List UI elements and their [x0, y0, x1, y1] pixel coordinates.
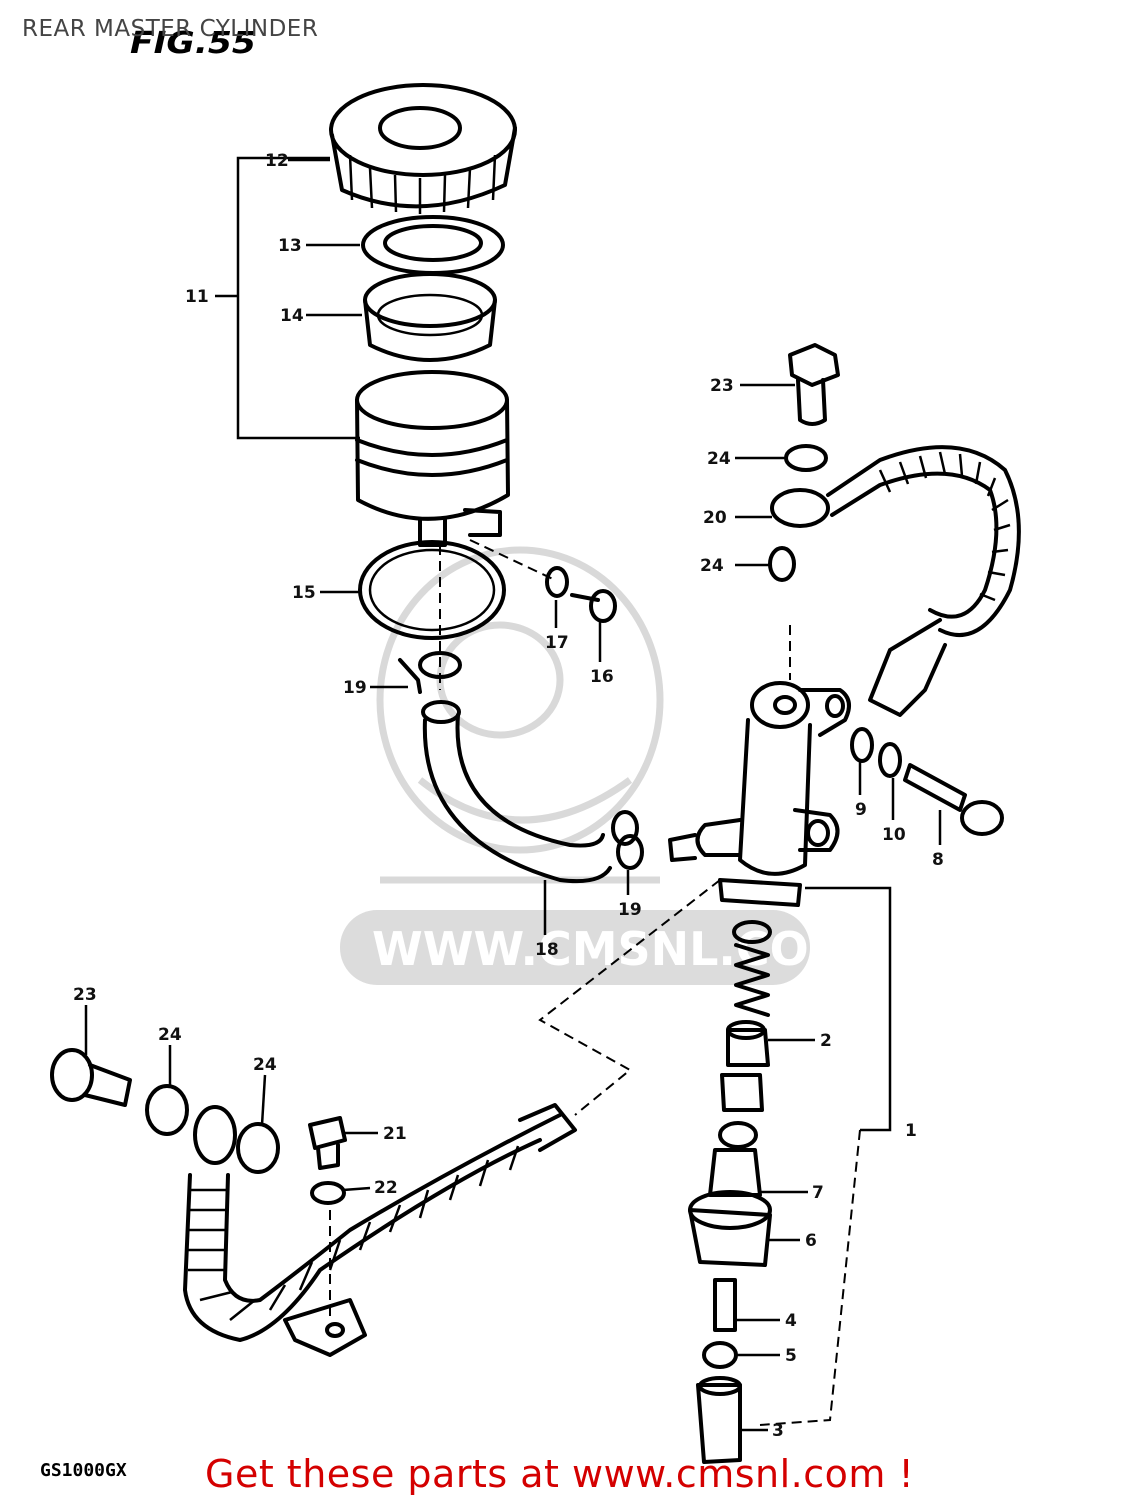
page-title: REAR MASTER CYLINDER	[22, 16, 319, 42]
leader-lines	[84, 158, 942, 1432]
callout-4: 4	[785, 1311, 797, 1331]
callout-3: 3	[772, 1421, 784, 1441]
callout-7: 7	[812, 1183, 824, 1203]
part-15-band	[358, 540, 506, 690]
callout-11: 11	[185, 287, 209, 307]
master-cylinder-body	[668, 625, 851, 907]
part-22-cap	[310, 1181, 346, 1205]
watermark-url: WWW.CMSNL.COM	[372, 922, 855, 976]
part-19-clip-lower	[611, 810, 644, 870]
part-21-bleeder	[308, 1116, 347, 1170]
callout-23-lower: 23	[73, 985, 97, 1005]
callout-24-lower-2: 24	[253, 1055, 277, 1075]
part-10-washer	[878, 742, 902, 778]
part-16-screw	[570, 589, 617, 623]
part-7-boot	[708, 1121, 762, 1197]
lower-brake-hose	[183, 1103, 577, 1357]
callout-13: 13	[278, 236, 302, 256]
part-8-bolt	[903, 763, 1004, 836]
callout-9: 9	[855, 800, 867, 820]
callout-10: 10	[882, 825, 906, 845]
callout-5: 5	[785, 1346, 797, 1366]
part-13-diaphragm-plate	[361, 215, 505, 275]
callout-23-upper: 23	[710, 376, 734, 396]
piston-rod	[720, 1073, 764, 1112]
part-23-union-bolt-upper	[788, 343, 840, 426]
callout-24-upper-2: 24	[700, 556, 724, 576]
part-24-washer-lower-2	[236, 1122, 280, 1174]
callout-8: 8	[932, 850, 944, 870]
part-17-washer	[545, 566, 569, 598]
callout-14: 14	[280, 306, 304, 326]
callout-18: 18	[535, 940, 559, 960]
part-3-clevis	[696, 1376, 742, 1464]
callout-15: 15	[292, 583, 316, 603]
callout-17: 17	[545, 633, 569, 653]
callout-21: 21	[383, 1124, 407, 1144]
part-19-clip-upper	[398, 651, 462, 694]
part-2-piston	[726, 1020, 770, 1067]
callout-24-lower: 24	[158, 1025, 182, 1045]
callout-24-upper: 24	[707, 449, 731, 469]
part-6-retainer	[688, 1190, 772, 1267]
part-5-nut	[702, 1341, 738, 1369]
part-9-washer	[850, 727, 874, 763]
callout-numbers: 12 13 11 14 15 17 16 19 19 18 23 24 20 2…	[73, 151, 944, 1441]
part-23-union-bolt-lower	[50, 1048, 132, 1107]
part-4-rod	[713, 1278, 737, 1332]
watermark-logo: WWW.CMSNL.COM	[340, 546, 855, 985]
part-20-hose-upper	[770, 445, 1021, 717]
callout-20: 20	[703, 508, 727, 528]
callout-16: 16	[590, 667, 614, 687]
reservoir-body	[355, 370, 510, 547]
bracket-11	[215, 156, 360, 440]
part-12-reservoir-cap	[329, 83, 517, 214]
callout-12: 12	[265, 151, 289, 171]
callout-2: 2	[820, 1031, 832, 1051]
part-24-washer-lower	[145, 1084, 189, 1136]
parts-link-banner[interactable]: Get these parts at www.cmsnl.com !	[205, 1452, 915, 1496]
internal-spring	[732, 920, 772, 1017]
figure-number: FIG.55	[130, 26, 256, 61]
model-code: GS1000GX	[40, 1460, 127, 1481]
part-14-diaphragm	[363, 272, 497, 362]
part-24-washer-upper-2	[768, 546, 796, 582]
callout-6: 6	[805, 1231, 817, 1251]
callout-19-lower: 19	[618, 900, 642, 920]
callout-1: 1	[905, 1121, 917, 1141]
part-24-washer-upper	[784, 444, 828, 472]
part-18-hose	[421, 700, 612, 884]
callout-19-upper: 19	[343, 678, 367, 698]
callout-22: 22	[374, 1178, 398, 1198]
